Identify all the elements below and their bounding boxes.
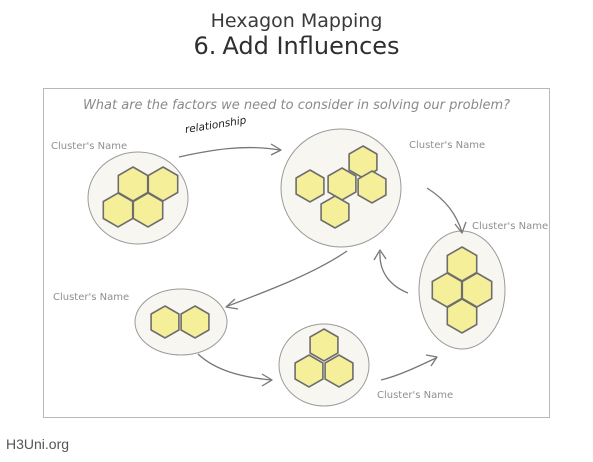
site-footer: H3Uni.org bbox=[6, 436, 70, 452]
panel-question: What are the factors we need to consider… bbox=[82, 98, 511, 113]
cluster-5-hexagon-2 bbox=[294, 354, 324, 388]
step-number: 6. bbox=[193, 32, 217, 60]
cluster-2-hexagon-4 bbox=[320, 195, 350, 229]
influence-arrow-2-to-4 bbox=[225, 250, 348, 310]
cluster-5 bbox=[278, 323, 370, 407]
influence-arrow-2-to-3 bbox=[426, 187, 467, 234]
page-title: 6.Add Influences bbox=[0, 32, 593, 60]
cluster-4-label: Cluster's Name bbox=[53, 292, 130, 303]
cluster-2-hexagon-2 bbox=[327, 167, 357, 201]
cluster-5-hexagon-1 bbox=[309, 328, 339, 362]
influence-arrow-5-to-3 bbox=[380, 354, 438, 381]
influence-arrow-4-to-5 bbox=[197, 353, 273, 387]
cluster-3-hexagons bbox=[431, 246, 493, 334]
cluster-2-hexagon-5 bbox=[295, 169, 325, 203]
influence-arrow-3-to-2 bbox=[373, 249, 409, 294]
cluster-4-hexagons bbox=[150, 305, 210, 339]
step-title: Add Influences bbox=[222, 32, 400, 60]
cluster-3-label: Cluster's Name bbox=[472, 221, 549, 232]
cluster-2-hexagons bbox=[295, 145, 387, 229]
influence-arrow-1-to-2 bbox=[178, 143, 282, 158]
cluster-1-hexagons bbox=[102, 166, 179, 228]
cluster-3-hexagon-4 bbox=[446, 298, 478, 334]
cluster-5-hexagon-3 bbox=[324, 354, 354, 388]
cluster-4-hexagon-1 bbox=[150, 305, 180, 339]
cluster-2-label: Cluster's Name bbox=[409, 140, 486, 151]
cluster-2-hexagon-3 bbox=[357, 170, 387, 204]
cluster-1-hexagon-4 bbox=[132, 192, 164, 228]
cluster-5-hexagons bbox=[294, 328, 354, 388]
cluster-1-label: Cluster's Name bbox=[51, 141, 128, 152]
cluster-4-hexagon-2 bbox=[180, 305, 210, 339]
cluster-1-hexagon-3 bbox=[102, 192, 134, 228]
cluster-5-label: Cluster's Name bbox=[377, 390, 454, 401]
subtitle: Hexagon Mapping bbox=[210, 10, 383, 32]
